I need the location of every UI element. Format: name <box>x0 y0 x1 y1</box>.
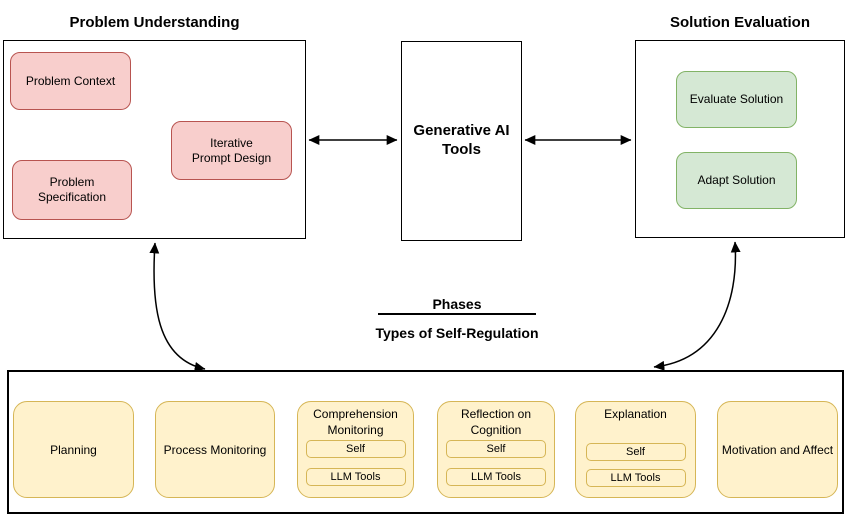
solution-evaluation-title: Solution Evaluation <box>669 14 810 31</box>
node-motivation-and-affect: Motivation and Affect <box>717 401 838 498</box>
explanation-llm-tools-box: LLM Tools <box>585 469 686 487</box>
legend-phases-label: Phases <box>432 296 482 312</box>
problem-understanding-title: Problem Understanding <box>69 14 240 31</box>
node-planning: Planning <box>13 401 134 498</box>
node-iterative-prompt-design: Iterative Prompt Design <box>171 121 292 180</box>
reflection-on-cognition-llm-tools-box: LLM Tools <box>446 468 546 486</box>
comprehension-monitoring-self-box: Self <box>305 440 406 458</box>
explanation-label: Explanation <box>604 407 667 421</box>
legend-types-label: Types of Self-Regulation <box>375 325 539 341</box>
node-explanation: Explanation Self LLM Tools <box>575 401 696 498</box>
node-process-monitoring: Process Monitoring <box>155 401 275 498</box>
comprehension-monitoring-llm-tools-box: LLM Tools <box>305 468 406 486</box>
explanation-self-box: Self <box>585 443 686 461</box>
node-comprehension-monitoring: Comprehension Monitoring Self LLM Tools <box>297 401 414 498</box>
reflection-on-cognition-self-box: Self <box>446 440 546 458</box>
connector-understanding-selfregulation <box>149 242 206 372</box>
connector-evaluation-selfregulation <box>653 241 741 371</box>
self-regulation-container <box>7 370 844 514</box>
legend-divider-line <box>378 313 536 315</box>
node-problem-context: Problem Context <box>10 52 131 110</box>
node-reflection-on-cognition: Reflection on Cognition Self LLM Tools <box>437 401 555 498</box>
node-evaluate-solution: Evaluate Solution <box>676 71 797 128</box>
reflection-on-cognition-label: Reflection on Cognition <box>460 407 532 437</box>
node-problem-specification: Problem Specification <box>12 160 132 220</box>
node-adapt-solution: Adapt Solution <box>676 152 797 209</box>
node-generative-ai-tools: Generative AI Tools <box>401 41 522 241</box>
comprehension-monitoring-label: Comprehension Monitoring <box>313 407 398 437</box>
